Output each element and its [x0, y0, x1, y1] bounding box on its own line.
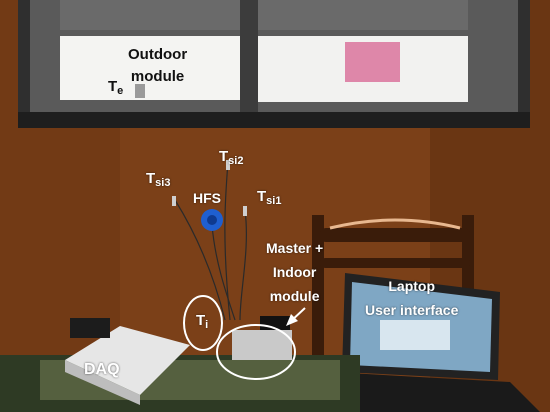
daq-cable-block	[70, 318, 110, 338]
wire-hfs	[211, 224, 236, 321]
window	[18, 0, 530, 128]
chair-post-left	[312, 215, 324, 375]
tsi2-label-sub: si2	[228, 155, 244, 167]
laptop-label: Laptop User interface	[365, 274, 458, 322]
window-mullion	[240, 0, 258, 116]
tsi1-label-sub: si1	[266, 195, 282, 207]
outdoor-module-device	[135, 84, 145, 98]
tsi1-label: Tsi1	[257, 188, 281, 207]
te-label: Te	[108, 78, 123, 97]
outdoor-module-label: Outdoor module	[128, 44, 187, 88]
master-label-line2: Indoor	[272, 264, 317, 280]
laptop-label-line2: User interface	[365, 302, 459, 318]
ti-highlight-circle	[183, 295, 223, 351]
master-indoor-module-label: Master + Indoor module	[266, 236, 323, 308]
wire-tsi3	[174, 199, 226, 321]
ti-label: Ti	[196, 312, 208, 331]
outdoor-module-label-line2: module	[130, 68, 185, 85]
tsi2-sensor	[226, 160, 230, 170]
chair-highlight	[329, 218, 461, 230]
sensor-wires	[174, 161, 247, 321]
tsi3-sensor	[172, 196, 176, 206]
window-pane-left	[60, 36, 240, 100]
chair-top-rail	[320, 228, 470, 242]
laptop-label-line1: Laptop	[388, 278, 436, 294]
te-label-main: T	[108, 78, 118, 95]
master-label-line1: Master +	[266, 240, 324, 256]
tsi1-sensor	[243, 206, 247, 216]
daq-box	[65, 318, 190, 405]
window-blind-right	[258, 0, 468, 30]
wire-tsi1	[239, 209, 247, 321]
hfs-sensor-center	[207, 215, 217, 225]
laundry	[345, 42, 400, 82]
module-arrow-head	[286, 314, 298, 326]
wire-tsi2	[224, 161, 231, 321]
tsi2-label-main: T	[219, 148, 229, 165]
chair-mid-rail	[320, 258, 470, 268]
window-sill	[18, 112, 530, 128]
te-label-sub: e	[117, 85, 124, 97]
window-blind-left	[60, 0, 240, 30]
ti-label-main: T	[196, 312, 206, 329]
daq-label: DAQ	[84, 361, 120, 378]
tsi3-label: Tsi3	[146, 170, 170, 189]
master-label-line3: module	[269, 288, 320, 304]
daq-box-top	[65, 326, 190, 395]
tsi2-label: Tsi2	[219, 148, 243, 167]
laptop-screen-window	[380, 320, 450, 350]
daq-box-side	[65, 360, 140, 405]
module-highlight-circle	[216, 324, 296, 380]
tsi3-label-sub: si3	[155, 177, 171, 189]
tsi1-label-main: T	[257, 188, 267, 205]
ti-label-sub: i	[205, 319, 209, 331]
hfs-label: HFS	[193, 190, 221, 206]
master-module-box	[232, 330, 292, 360]
tsi3-label-main: T	[146, 170, 156, 187]
outdoor-module-label-line1: Outdoor	[128, 46, 188, 63]
